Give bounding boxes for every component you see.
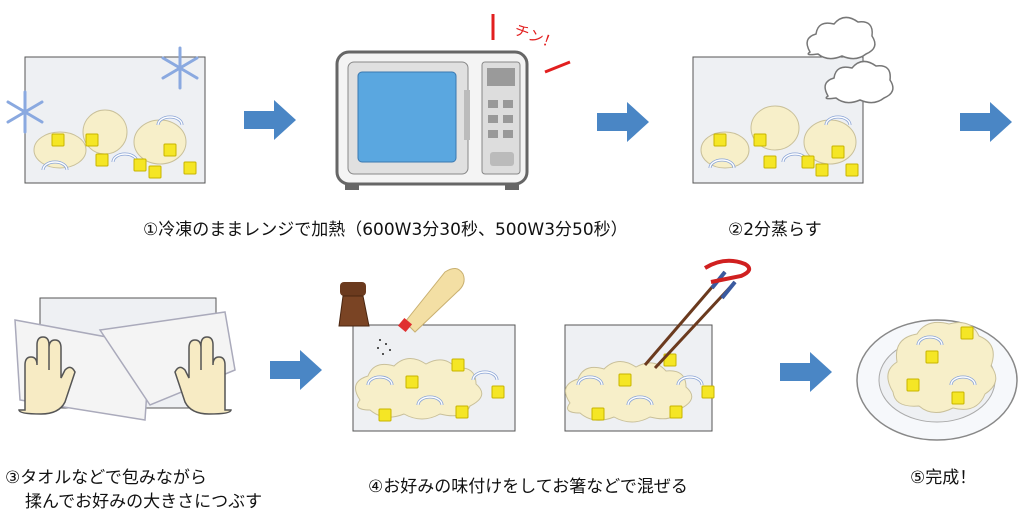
mayonnaise-bottle-icon <box>397 268 465 333</box>
step4-caption: ④お好みの味付けをしてお箸などで混ぜる <box>368 477 688 497</box>
step3-caption-line2: 揉んでお好みの大きさにつぶす <box>25 492 263 512</box>
arrow-icon <box>270 350 322 390</box>
step5-caption: ⑤完成！ <box>910 468 977 488</box>
steam-cloud-icon <box>806 16 876 60</box>
frozen-potato-box <box>24 56 206 184</box>
pepper-mill-icon <box>338 282 391 355</box>
sound-mark <box>544 60 571 74</box>
mixing-box <box>564 324 715 432</box>
arrow-icon <box>597 102 649 142</box>
step3-caption-line1: ③タオルなどで包みながら <box>5 468 207 488</box>
chopsticks-icon <box>643 258 752 370</box>
arrow-icon <box>780 352 832 392</box>
step2-caption: ②2分蒸らす <box>728 220 822 240</box>
seasoning-box <box>352 324 516 432</box>
hand-icon <box>18 336 76 415</box>
microwave-sound-text: チン！ <box>512 21 560 53</box>
towel-mashing-scene <box>14 297 236 421</box>
arrow-icon <box>244 100 296 140</box>
step1-caption: ①冷凍のままレンジで加熱（600W3分30秒、500W3分50秒） <box>143 220 628 240</box>
microwave <box>335 50 529 190</box>
arrow-icon <box>960 102 1012 142</box>
finished-plate <box>856 319 1018 441</box>
hand-icon <box>174 336 232 415</box>
rotate-arrow-icon <box>703 258 752 284</box>
